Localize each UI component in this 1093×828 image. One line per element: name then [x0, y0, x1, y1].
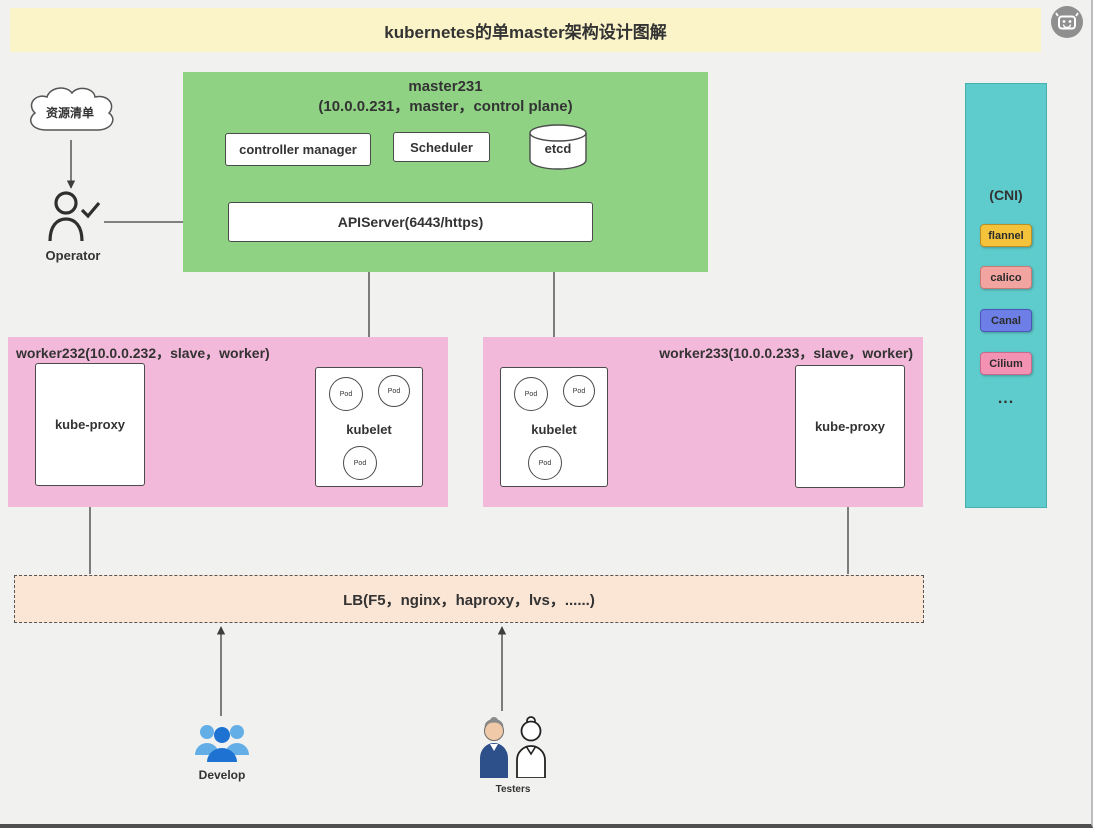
develop-actor: Develop [190, 722, 254, 782]
operator-figure: Operator [38, 190, 108, 263]
load-balancer-label: LB(F5，nginx，haproxy，lvs，......) [343, 591, 595, 609]
person-check-icon [48, 191, 101, 242]
pod-circle: Pod [563, 375, 595, 407]
two-people-icon [480, 716, 546, 779]
worker233-node-box: worker233(10.0.0.233，slave，worker) Pod P… [483, 337, 923, 507]
testers-label: Testers [495, 784, 531, 795]
etcd-cylinder: etcd [528, 124, 588, 170]
worker233-kubelet-label: kubelet [531, 422, 577, 437]
page-title: kubernetes的单master架构设计图解 [384, 22, 667, 42]
cylinder-icon [529, 124, 587, 170]
resource-manifest-label: 资源清单 [45, 106, 94, 120]
load-balancer-box: LB(F5，nginx，haproxy，lvs，......) [14, 575, 924, 623]
develop-label: Develop [198, 768, 246, 782]
worker233-kubelet-box: Pod Pod kubelet Pod [500, 367, 608, 487]
pod-circle: Pod [528, 446, 562, 480]
testers-actor: Testers [471, 716, 555, 795]
cloud-icon [30, 87, 114, 131]
pod-circle: Pod [514, 377, 548, 411]
title-banner: kubernetes的单master架构设计图解 [10, 8, 1041, 52]
pod-circle: Pod [378, 375, 410, 407]
etcd-label: etcd [544, 141, 572, 156]
cni-chip-canal: Canal [980, 309, 1032, 332]
cni-title: (CNI) [989, 187, 1023, 203]
operator-label: Operator [45, 248, 101, 263]
worker233-kube-proxy-box: kube-proxy [795, 365, 905, 488]
cni-chip-calico: calico [980, 266, 1032, 289]
worker232-kube-proxy-box: kube-proxy [35, 363, 145, 486]
master-node-box: master231 (10.0.0.231，master，control pla… [183, 72, 708, 272]
worker232-kubelet-box: Pod Pod kubelet Pod [315, 367, 423, 487]
worker232-title: worker232(10.0.0.232，slave，worker) [16, 345, 270, 361]
master-title: master231 [408, 78, 483, 95]
worker232-kubelet-label: kubelet [346, 422, 392, 437]
cni-more-ellipsis: ... [997, 390, 1015, 407]
resource-manifest-cloud: 资源清单 [22, 84, 118, 138]
cni-panel: (CNI) flannel calico Canal Cilium ... [965, 83, 1047, 508]
pod-circle: Pod [343, 446, 377, 480]
pod-circle: Pod [329, 377, 363, 411]
controller-manager-box: controller manager [225, 133, 371, 166]
worker232-node-box: worker232(10.0.0.232，slave，worker) kube-… [8, 337, 448, 507]
cni-chip-cilium: Cilium [980, 352, 1032, 375]
people-group-icon [195, 725, 249, 762]
watermark-emoji-icon [1050, 5, 1084, 39]
apiserver-box: APIServer(6443/https) [228, 202, 593, 242]
master-subtitle: (10.0.0.231，master，control plane) [318, 98, 573, 115]
cni-chip-flannel: flannel [980, 224, 1032, 247]
scheduler-box: Scheduler [393, 132, 490, 162]
worker233-title: worker233(10.0.0.233，slave，worker) [659, 345, 913, 361]
